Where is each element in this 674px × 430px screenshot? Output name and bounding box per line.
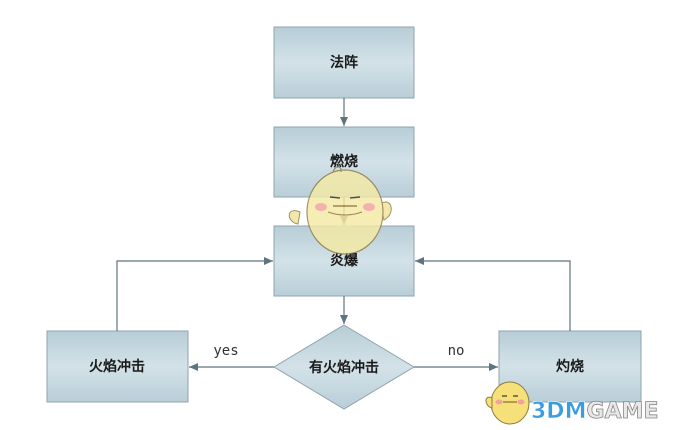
node-decision-label: 有火焰冲击: [309, 359, 379, 376]
node-huoyan: 火焰冲击: [46, 330, 189, 403]
edge-zhuoshao-yanbao: [415, 257, 571, 331]
site-logo-watermark: 3DMGAME: [485, 381, 659, 425]
node-fazhen: 法阵: [273, 26, 415, 99]
edge-huoyan-yanbao: [116, 257, 273, 331]
node-ranshao-label: 燃烧: [330, 153, 358, 170]
edge-label-yes: yes: [213, 343, 238, 359]
edge-label-no: no: [448, 343, 465, 359]
logo-text-rest: GAME: [586, 399, 658, 424]
node-decision: 有火焰冲击: [273, 324, 415, 410]
svg-text:3DMGAME: 3DMGAME: [531, 399, 658, 424]
node-zhuoshao-label: 灼烧: [556, 358, 584, 375]
logo-text-accent: 3DM: [531, 399, 586, 424]
node-huoyan-label: 火焰冲击: [89, 358, 145, 375]
mascot-watermark-icon: [288, 166, 392, 255]
node-fazhen-label: 法阵: [330, 54, 358, 71]
node-yanbao-label: 炎爆: [330, 252, 359, 269]
mascot-small-icon: [485, 381, 530, 425]
